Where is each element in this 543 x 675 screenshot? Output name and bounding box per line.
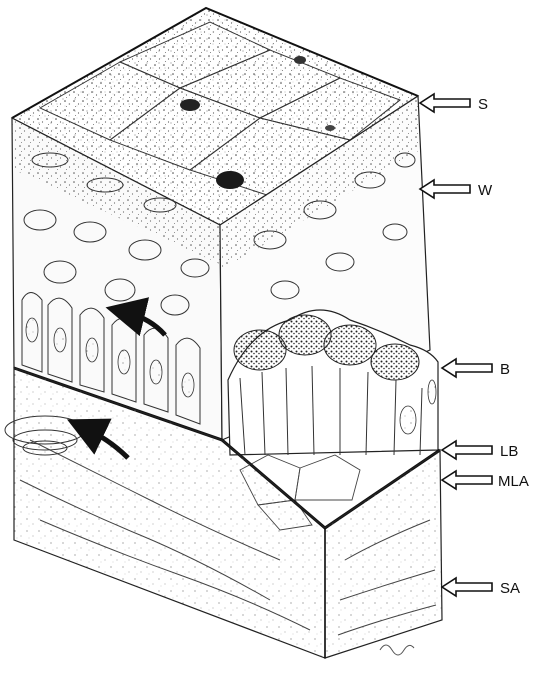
- label-w: W: [420, 180, 493, 199]
- outline-arrow-icon: [442, 359, 492, 377]
- label-mla: MLA: [442, 471, 529, 490]
- label-mla-text: MLA: [498, 473, 529, 490]
- label-sa: SA: [442, 578, 520, 597]
- outline-arrow-icon: [420, 180, 470, 198]
- signature-mark: [380, 645, 414, 655]
- label-b: B: [442, 359, 510, 378]
- label-lb: LB: [442, 441, 518, 460]
- label-s-text: S: [478, 96, 488, 113]
- outline-arrow-icon: [442, 441, 492, 459]
- label-lb-text: LB: [500, 443, 518, 460]
- label-s: S: [420, 94, 488, 113]
- label-sa-text: SA: [500, 580, 520, 597]
- outline-arrow-icon: [442, 471, 492, 489]
- label-b-text: B: [500, 361, 510, 378]
- outline-arrow-icon: [442, 578, 492, 596]
- outline-arrow-icon: [420, 94, 470, 112]
- label-w-text: W: [478, 182, 493, 199]
